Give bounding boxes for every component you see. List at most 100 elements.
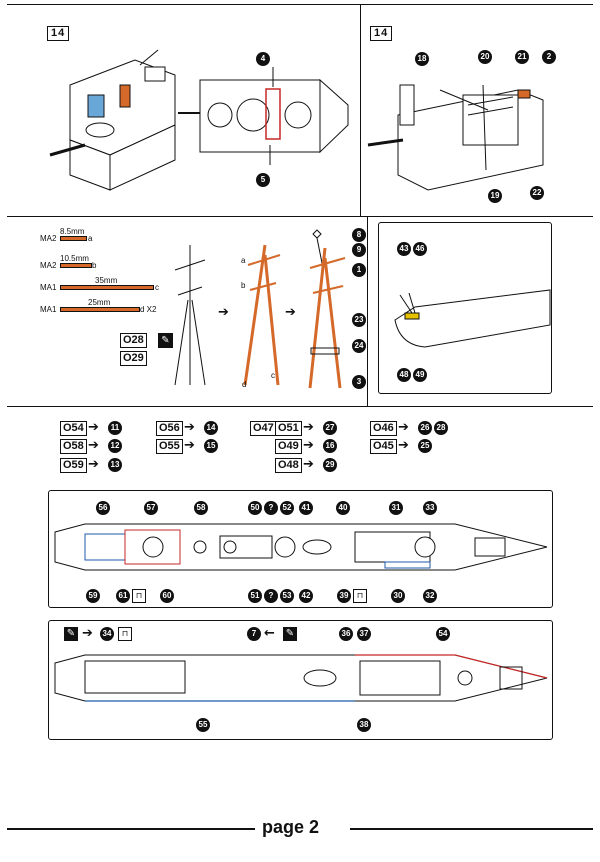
callout-23: 23 [352, 313, 366, 327]
callout-unknown-bottom: ? [264, 589, 278, 603]
arrow-right-icon: ➔ [398, 438, 409, 453]
callout-55: 55 [196, 718, 210, 732]
part-code: O56 [156, 421, 183, 436]
part-code: O55 [156, 439, 183, 454]
callout-60: 60 [160, 589, 174, 603]
callout-32: 32 [423, 589, 437, 603]
part-number: 28 [434, 421, 448, 435]
bridge-assembled-drawing [367, 84, 544, 191]
arrow-right-icon: ➔ [184, 420, 195, 435]
part-number: 25 [418, 439, 432, 453]
rod-code: MA2 [40, 234, 57, 243]
callout-5: 5 [256, 173, 270, 187]
arrow-right-icon: ➔ [398, 420, 409, 435]
part-o28: O28 [120, 333, 147, 348]
mast-unassembled-drawing [174, 245, 206, 386]
callout-56: 56 [96, 501, 110, 515]
callout-36: 36 [339, 627, 353, 641]
callout-52: 52 [280, 501, 294, 515]
callout-30: 30 [391, 589, 405, 603]
step-number-right: 14 [370, 26, 393, 41]
part-number: 16 [323, 439, 337, 453]
part-code: O45 [370, 439, 397, 454]
step-number-left: 14 [47, 26, 70, 41]
rod-tag: a [88, 234, 93, 243]
callout-46: 46 [413, 242, 427, 256]
callout-24: 24 [352, 339, 366, 353]
part-o29: O29 [120, 351, 147, 366]
part-code: O48 [275, 458, 302, 473]
callout-31: 31 [389, 501, 403, 515]
callout-49: 49 [413, 368, 427, 382]
callout-42: 42 [299, 589, 313, 603]
arrow-right-icon: ➔ [303, 420, 314, 435]
arrow-right-icon: ➔ [184, 438, 195, 453]
rod-letter-a: a [241, 256, 246, 265]
part-code: O51 [275, 421, 302, 436]
part-number: 26 [418, 421, 432, 435]
rod-length: 8.5mm [60, 227, 85, 236]
flip-icon: ⊓ [118, 627, 132, 641]
arrow-right-icon: ➔ [303, 457, 314, 472]
rod-tag: c [155, 283, 159, 292]
part-number: 12 [108, 439, 122, 453]
rod-length: 35mm [95, 276, 118, 285]
rod-letter-d: d [242, 380, 247, 389]
arrow-right-icon: ➔ [303, 438, 314, 453]
rod-bar [60, 285, 154, 290]
part-number: 15 [204, 439, 218, 453]
callout-48: 48 [397, 368, 411, 382]
callout-7: 7 [247, 627, 261, 641]
callout-61: 61 [116, 589, 130, 603]
callout-51: 51 [248, 589, 262, 603]
arrow-right-icon: ➔ [88, 420, 99, 435]
part-number: 13 [108, 458, 122, 472]
callout-39: 39 [337, 589, 351, 603]
callout-38: 38 [357, 718, 371, 732]
knife-icon: ✎ [283, 627, 297, 641]
rod-code: MA1 [40, 283, 57, 292]
callout-4: 4 [256, 52, 270, 66]
rod-code: MA2 [40, 261, 57, 270]
bow-hull-drawing [394, 289, 551, 348]
footer-rule-right [350, 828, 593, 830]
callout-2: 2 [542, 50, 556, 64]
mast-rods-drawing [243, 244, 281, 386]
part-code: O49 [275, 439, 302, 454]
mast-assembled-drawing [308, 229, 346, 389]
rod-length: 25mm [88, 298, 111, 307]
callout-40: 40 [336, 501, 350, 515]
arrow-right-icon: ➔ [88, 457, 99, 472]
callout-50: 50 [248, 501, 262, 515]
arrow-left-icon: ← [264, 626, 275, 641]
callout-8: 8 [352, 228, 366, 242]
callout-3: 3 [352, 375, 366, 389]
callout-34: 34 [100, 627, 114, 641]
callout-41: 41 [299, 501, 313, 515]
callout-9: 9 [352, 243, 366, 257]
arrow-right-icon: ➔ [285, 305, 296, 320]
rod-code: MA1 [40, 305, 57, 314]
rod-bar [60, 236, 87, 241]
part-number: 29 [323, 458, 337, 472]
part-code: O46 [370, 421, 397, 436]
callout-54: 54 [436, 627, 450, 641]
callout-22: 22 [530, 186, 544, 200]
vertical-divider-mid [367, 216, 368, 406]
flip-icon: ⊓ [353, 589, 367, 603]
rod-bar [60, 307, 140, 312]
page-number: page 2 [262, 817, 320, 837]
callout-20: 20 [478, 50, 492, 64]
part-code: O59 [60, 458, 87, 473]
part-code: O54 [60, 421, 87, 436]
arrow-right-icon: ➔ [218, 305, 229, 320]
knife-icon: ✎ [158, 333, 173, 348]
callout-43: 43 [397, 242, 411, 256]
callout-57: 57 [144, 501, 158, 515]
flip-icon: ⊓ [132, 589, 146, 603]
callout-59: 59 [86, 589, 100, 603]
deck-plan-1-drawing [54, 523, 548, 571]
deck-plan-2-drawing [54, 654, 548, 702]
callout-18: 18 [415, 52, 429, 66]
rod-letter-b: b [241, 281, 246, 290]
